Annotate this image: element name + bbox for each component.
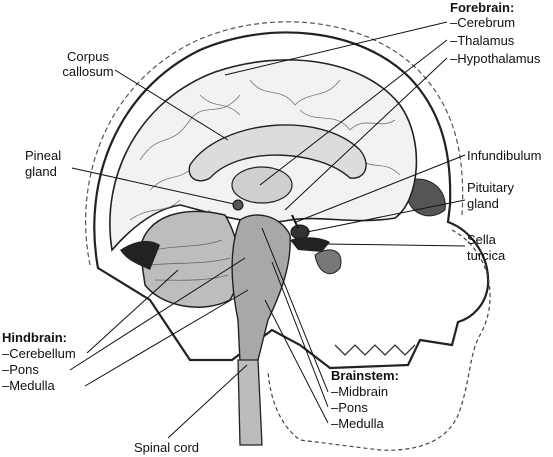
teeth-outline [334,344,416,356]
leader-pituitary [306,199,466,233]
brainstem-item-pons: –Pons [331,400,368,415]
skull-outline [93,31,490,370]
label-spinal-cord: Spinal cord [134,440,200,455]
label-sella-line2: turcica [467,248,506,263]
corpus-callosum [188,124,367,182]
leader-corpus-callosum [114,69,229,141]
label-corpus-callosum-line2: callosum [62,64,114,79]
label-pineal-line1: Pineal [25,148,62,163]
leader-hind-pons [69,257,246,371]
thalamus [231,166,293,204]
leader-cerebrum [224,21,448,76]
eye-socket [407,178,446,217]
hindbrain-item-cerebellum: –Cerebellum [2,346,76,361]
face-outline [267,229,491,451]
leader-sella [325,243,466,247]
leader-pineal [71,167,235,205]
sella-region [290,237,330,252]
pituitary-gland-shape [290,224,310,240]
label-pituitary-line1: Pituitary [467,180,514,195]
infundibulum-stalk [291,214,299,229]
hindbrain-item-pons: –Pons [2,362,39,377]
brainstem-heading: Brainstem: [331,368,399,383]
pineal-gland-shape [232,199,244,211]
brainstem-item-medulla: –Medulla [331,416,384,431]
spinal-cord-shape [237,359,263,446]
label-infundibulum: Infundibulum [467,148,542,163]
label-sella-line1: Sella [467,232,496,247]
forebrain-heading: Forebrain: [450,0,515,15]
forebrain-item-cerebrum: –Cerebrum [450,15,516,30]
hindbrain-heading: Hindbrain: [2,330,67,345]
leader-brainstem-pons [271,261,329,408]
hindbrain-item-medulla: –Medulla [2,378,55,393]
brainstem-item-midbrain: –Midbrain [331,384,389,399]
label-pineal-line2: gland [25,164,57,179]
forebrain-item-thalamus: –Thalamus [450,33,515,48]
leader-thalamus [259,39,448,186]
leader-midbrain [261,227,329,393]
cerebellum-folia [151,239,231,281]
forebrain-item-hypothalamus: –Hypothalamus [450,51,541,66]
leader-infundibulum [295,154,466,223]
leader-hind-medulla [84,289,249,387]
brainstem [231,214,291,363]
leader-cerebellum [86,269,179,354]
leader-hypothalamus [284,57,448,211]
label-pituitary-line2: gland [467,196,499,211]
leader-spinal-cord [167,364,248,439]
label-corpus-callosum-line1: Corpus [67,49,109,64]
sinus-region [120,240,160,270]
leader-brainstem-medulla [264,299,329,424]
scalp-outline [85,21,464,266]
nasal-area [314,249,342,275]
leader-lines [69,21,466,439]
